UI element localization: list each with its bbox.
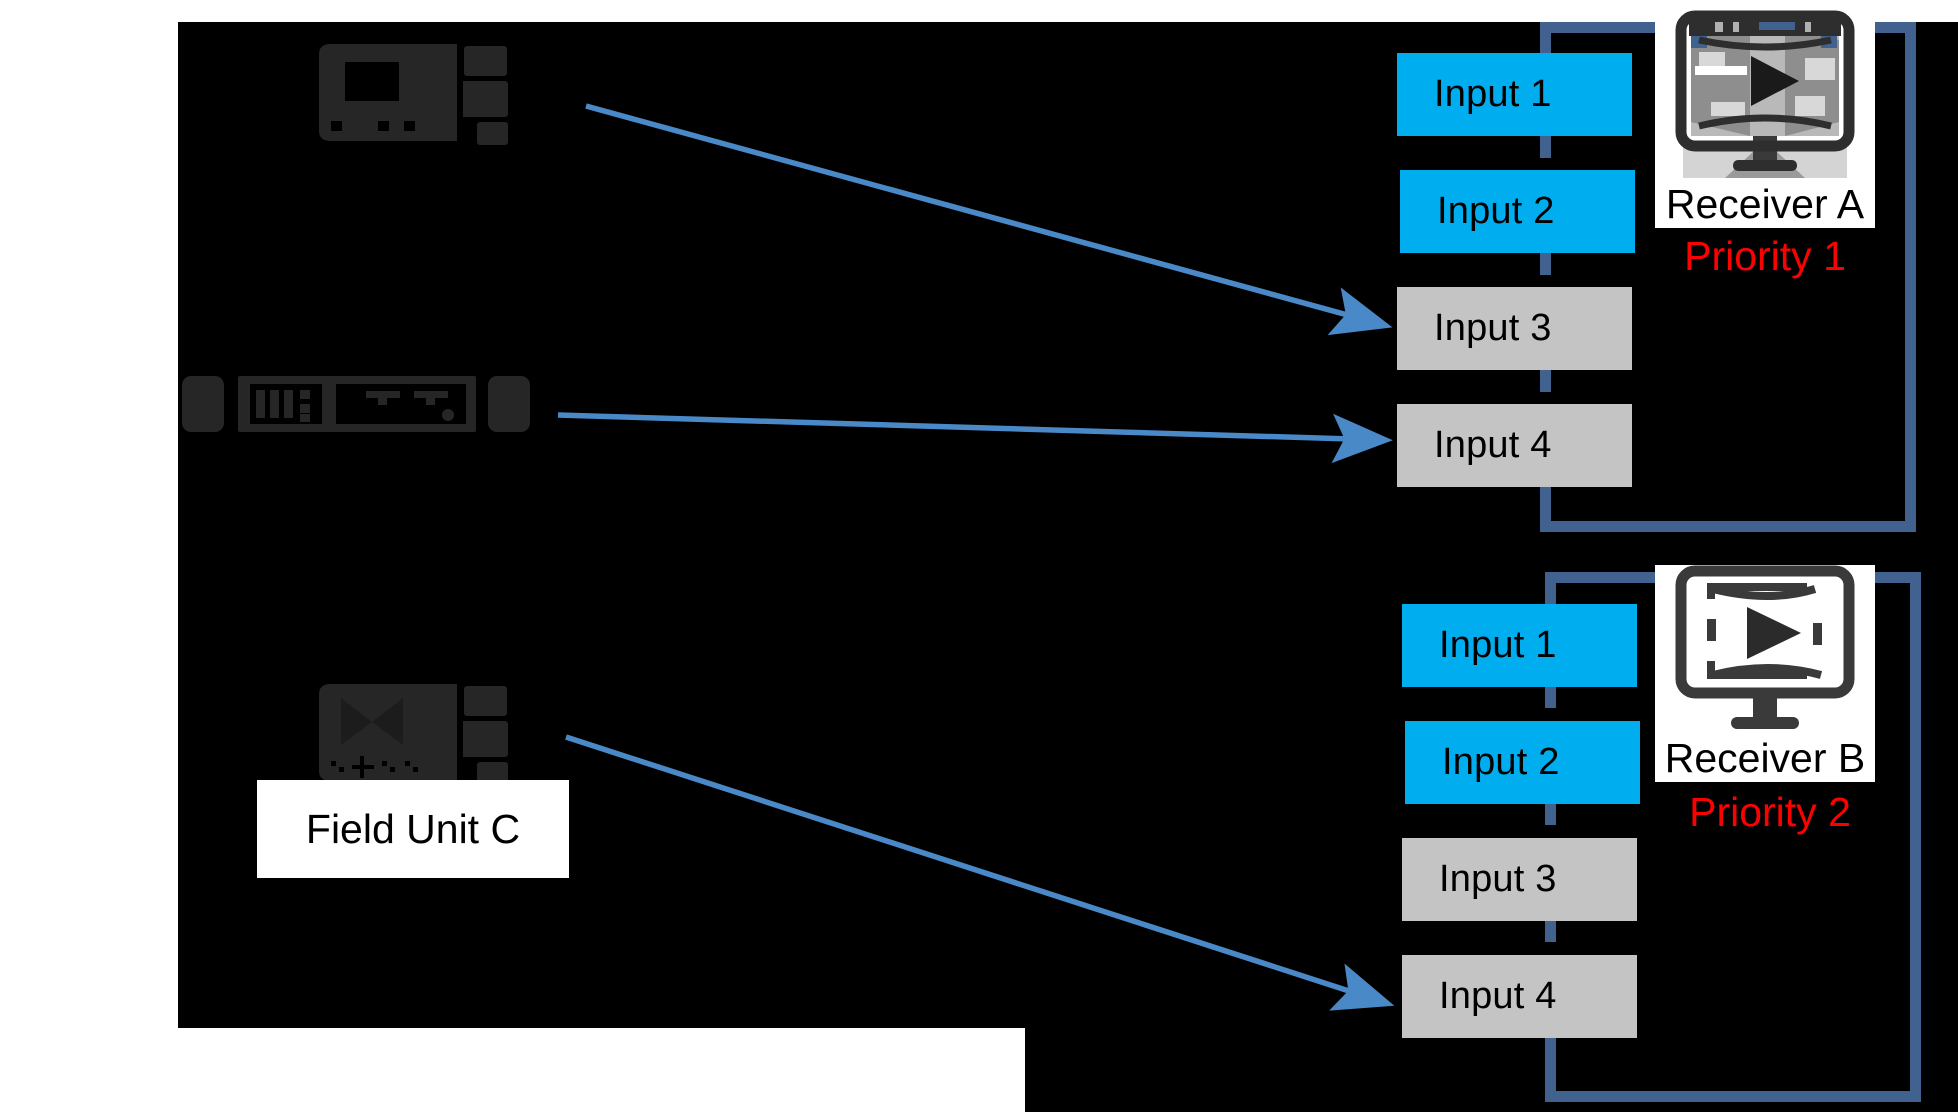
connector-a-spine-0 — [1540, 22, 1551, 58]
connector-b-right-rail — [1910, 572, 1921, 1102]
receiver-b-name-text: Receiver B — [1664, 734, 1866, 781]
connector-b-spine-1 — [1545, 686, 1556, 708]
receiver-b-input-2[interactable]: Input 2 — [1405, 721, 1640, 804]
field-unit-c-label: Field Unit C — [257, 780, 569, 878]
receiver-b-input-3[interactable]: Input 3 — [1402, 838, 1637, 921]
input-label: Input 1 — [1434, 73, 1552, 115]
receiver-b-icon-wrap[interactable] — [1655, 565, 1875, 743]
connector-a-spine-4 — [1540, 487, 1551, 529]
receiver-a-name-label: Receiver A — [1655, 180, 1875, 228]
input-label: Input 1 — [1439, 624, 1557, 666]
connector-b-spine-2 — [1545, 803, 1556, 825]
input-label: Input 4 — [1439, 975, 1557, 1017]
receiver-a-input-4[interactable]: Input 4 — [1397, 404, 1632, 487]
connector-a-right-rail — [1905, 22, 1916, 532]
receiver-a-priority-text: Priority 1 — [1684, 232, 1846, 279]
connector-a-spine-2 — [1540, 253, 1551, 275]
receiver-b-input-1[interactable]: Input 1 — [1402, 604, 1637, 687]
source-field-unit-c-icon-wrap[interactable] — [305, 680, 530, 785]
portable-encoder-icon — [319, 40, 530, 145]
source-encoder-icon-wrap[interactable] — [305, 40, 530, 145]
connector-a-spine-1 — [1540, 136, 1551, 158]
monitor-play-icon — [1655, 10, 1875, 188]
receiver-a-input-1[interactable]: Input 1 — [1397, 53, 1632, 136]
connector-a-spine-3 — [1540, 370, 1551, 392]
connector-b-spine-4 — [1545, 1037, 1556, 1097]
source-rack-icon-wrap[interactable] — [180, 370, 530, 435]
receiver-b-input-4[interactable]: Input 4 — [1402, 955, 1637, 1038]
input-label: Input 2 — [1442, 741, 1560, 783]
input-label: Input 3 — [1439, 858, 1557, 900]
input-label: Input 3 — [1434, 307, 1552, 349]
field-camera-icon — [319, 680, 530, 785]
receiver-b-priority-text: Priority 2 — [1689, 788, 1851, 835]
receiver-a-input-2[interactable]: Input 2 — [1400, 170, 1635, 253]
receiver-a-icon-wrap[interactable] — [1655, 10, 1875, 188]
input-label: Input 2 — [1437, 190, 1555, 232]
monitor-play-icon — [1655, 565, 1875, 743]
input-label: Input 4 — [1434, 424, 1552, 466]
receiver-a-input-3[interactable]: Input 3 — [1397, 287, 1632, 370]
connector-b-bottom-horizontal — [1545, 1091, 1921, 1102]
rack-unit-icon — [182, 376, 530, 432]
connector-b-spine-0 — [1545, 572, 1556, 608]
receiver-b-name-label: Receiver B — [1655, 734, 1875, 782]
receiver-b-priority-badge: Priority 2 — [1660, 788, 1880, 836]
receiver-a-name-text: Receiver A — [1665, 180, 1865, 227]
connector-b-spine-3 — [1545, 920, 1556, 942]
receiver-a-priority-badge: Priority 1 — [1655, 232, 1875, 280]
field-unit-c-label-text: Field Unit C — [305, 805, 521, 852]
connector-a-bottom-horizontal — [1540, 521, 1916, 532]
